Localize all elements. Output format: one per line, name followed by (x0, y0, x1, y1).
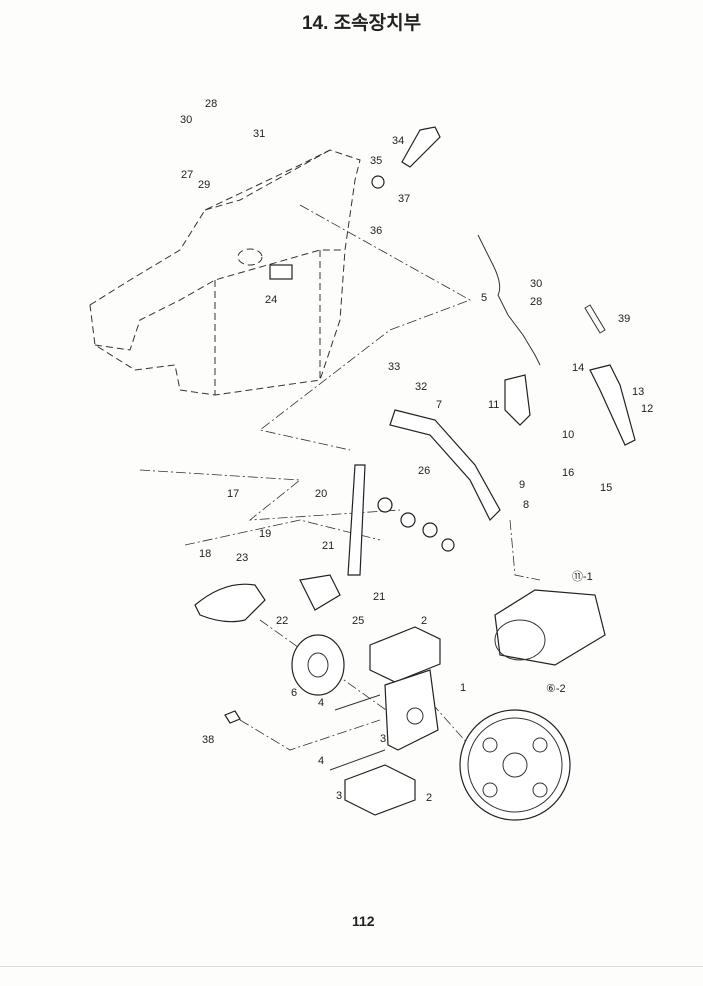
callout-43: 3 (336, 790, 342, 802)
callout-31: 21 (373, 591, 385, 603)
callout-6: 35 (370, 155, 382, 167)
callout-5: 34 (392, 135, 404, 147)
callout-17: 13 (632, 386, 644, 398)
callout-13: 39 (618, 313, 630, 325)
callout-45: ⑪-1 (572, 570, 593, 583)
callout-9: 24 (265, 294, 277, 306)
callout-8: 36 (370, 225, 382, 237)
callout-18: 11 (488, 399, 499, 411)
pulley-6 (291, 634, 345, 696)
callout-2: 31 (253, 128, 265, 140)
callout-10: 5 (481, 292, 487, 304)
callout-30: 21 (322, 540, 334, 552)
lever-7 (389, 409, 501, 522)
lever-12 (589, 364, 636, 446)
gear-6-2 (459, 709, 571, 821)
callout-0: 28 (205, 98, 217, 110)
callout-41: 38 (202, 734, 214, 746)
bolt-38 (224, 710, 241, 724)
callout-39: 1 (460, 682, 466, 694)
callout-26: 8 (523, 499, 529, 511)
callout-44: 2 (426, 792, 432, 804)
callout-20: 10 (562, 429, 574, 441)
callout-16: 14 (572, 362, 584, 374)
callout-29: 19 (259, 528, 271, 540)
callout-33: 23 (236, 552, 248, 564)
callout-3: 27 (181, 169, 193, 181)
callout-4: 29 (198, 179, 210, 191)
pad-2-top (369, 626, 441, 683)
callout-37: 6 (291, 687, 297, 699)
callout-15: 32 (415, 381, 427, 393)
callout-7: 37 (398, 193, 410, 205)
pad-2-bottom (344, 764, 416, 816)
block-24 (269, 264, 293, 280)
callout-14: 33 (388, 361, 400, 373)
callout-22: 15 (600, 482, 612, 494)
callout-1: 30 (180, 114, 192, 126)
parts (194, 126, 636, 821)
callout-35: 25 (352, 615, 364, 627)
callout-21: 16 (562, 467, 574, 479)
callout-42: 4 (318, 755, 324, 767)
callout-19: 12 (641, 403, 653, 415)
washer-37 (371, 175, 385, 189)
governor-housing (89, 149, 361, 396)
callout-27: 17 (227, 488, 239, 500)
callout-12: 28 (530, 296, 542, 308)
callout-38: 4 (318, 697, 324, 709)
callout-40: 3 (380, 733, 386, 745)
weight-18 (194, 583, 266, 623)
callout-28: 20 (315, 488, 327, 500)
scan-edge (0, 966, 703, 967)
lever-21 (299, 574, 341, 611)
lever-11 (504, 374, 531, 426)
link-20 (347, 464, 366, 576)
callout-25: 9 (519, 479, 525, 491)
callout-36: 2 (421, 615, 427, 627)
spring-39 (584, 304, 606, 334)
page-title: 14. 조속장치부 (301, 13, 422, 34)
pump-11-1 (494, 589, 606, 666)
callout-46: ⑥-2 (546, 683, 566, 695)
callout-32: 18 (199, 548, 211, 560)
callout-34: 22 (276, 615, 288, 627)
callout-23: 7 (436, 399, 442, 411)
callout-11: 30 (530, 278, 542, 290)
spring-5 (477, 234, 541, 366)
bracket-1 (384, 669, 439, 751)
lever-34 (401, 126, 441, 168)
page-number: 112 (352, 913, 375, 929)
callout-24: 26 (418, 465, 430, 477)
